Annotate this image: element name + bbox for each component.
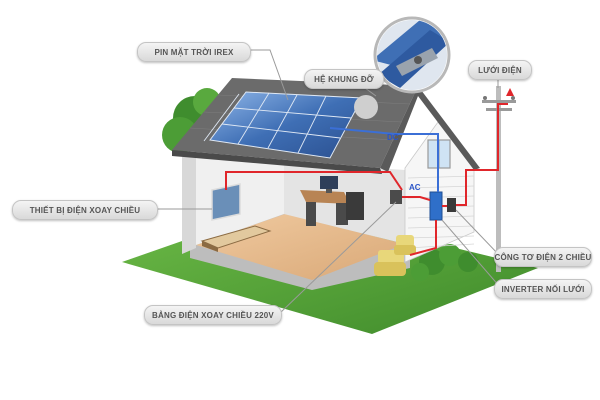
leader-ac-panel [279,201,397,314]
solar-panel-array [203,91,363,159]
computer-desk [300,176,364,226]
bushes-right [411,244,478,281]
callout-ac-appliance: THIẾT BỊ ĐIỆN XOAY CHIỀU [12,200,158,220]
house-left-wall [182,152,196,254]
grid-inverter-unit [429,191,443,221]
callout-grid-inverter: INVERTER NỐI LƯỚI [494,279,592,299]
callout-solar-panel: PIN MẶT TRỜI IREX [137,42,251,62]
ac-wire-grid [456,103,508,206]
leader-inverter [441,219,501,288]
wall-tv [211,183,241,221]
dc-wire [329,127,439,192]
ac-wire-main [225,171,403,191]
callout-bidirectional-meter: CÔNG TƠ ĐIỆN 2 CHIỀU [494,247,592,267]
armchairs [374,235,416,276]
zoom-source-dot [354,95,378,119]
ac-wire-lower [409,220,437,256]
house-roof-gable [380,86,480,172]
dc-wire-label: DC [387,133,399,142]
leader-meter [455,209,501,257]
bed [200,225,272,252]
bidirectional-meter-unit [447,198,456,212]
callout-ac-panel-220v: BẢNG ĐIỆN XOAY CHIỀU 220V [144,305,282,325]
mounting-frame-zoom [373,16,451,94]
callout-grid: LƯỚI ĐIỆN [468,60,532,80]
ac-wire-inverter [402,196,431,201]
callout-mounting-frame: HỆ KHUNG ĐỠ [304,69,384,89]
ac-wire-label: AC [409,183,421,192]
ac-distribution-box [390,190,402,204]
house-roof-edge [172,150,382,174]
